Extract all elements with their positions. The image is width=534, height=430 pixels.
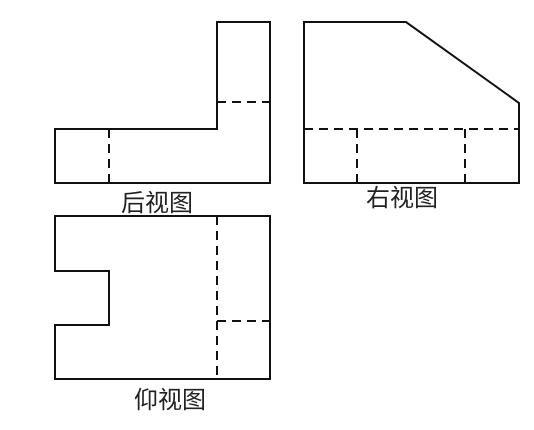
- back-view: 后视图: [54, 21, 271, 217]
- right-view-label: 右视图: [366, 184, 438, 212]
- bottom-view-label: 仰视图: [134, 386, 206, 414]
- right-view-outline: [303, 21, 520, 184]
- bottom-view: 仰视图: [54, 215, 271, 414]
- right-view: 右视图: [303, 21, 520, 212]
- bottom-view-outline: [54, 215, 271, 380]
- back-view-outline: [54, 21, 271, 184]
- back-view-label: 后视图: [121, 189, 193, 217]
